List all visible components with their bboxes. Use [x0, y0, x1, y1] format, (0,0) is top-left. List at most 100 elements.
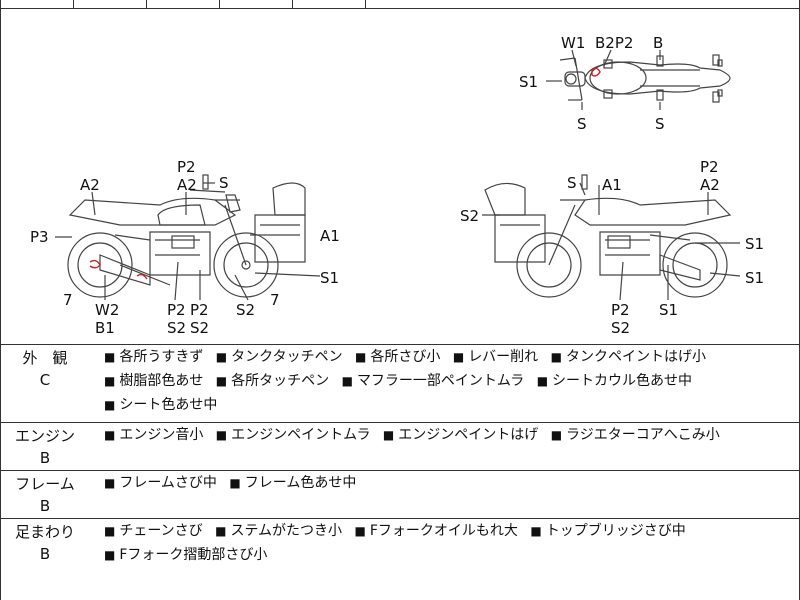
- section-items: ■チェーンさび ■ステムがたつき小 ■Fフォークオイルもれ大 ■トップブリッジさ…: [104, 519, 794, 567]
- divider: [0, 344, 800, 345]
- condition-item-text: フレーム色あせ中: [244, 475, 357, 491]
- section-items: ■フレームさび中 ■フレーム色あせ中: [104, 471, 794, 495]
- condition-section: エンジン B ■エンジン音小 ■ エンジンペイントムラ ■ エンジンペイントはげ ■ラジ…: [0, 423, 800, 470]
- top-row-cell: [220, 0, 293, 8]
- label-A1: A1: [320, 227, 340, 245]
- condition-item-text: 樹脂部色あせ: [119, 373, 204, 389]
- label-P2: P2: [177, 158, 196, 176]
- condition-item-text: エンジンペイントムラ: [231, 427, 371, 443]
- category-label: フレーム: [15, 475, 75, 493]
- label-A2: A2: [80, 176, 100, 194]
- right-side-bike: [484, 174, 732, 298]
- label-W1: W1: [561, 34, 586, 52]
- label-S: S: [577, 115, 587, 133]
- condition-item: ■ステムがたつき小: [215, 523, 342, 539]
- condition-item-text: エンジンペイントはげ: [398, 427, 539, 443]
- condition-item: ■フレーム色あせ中: [229, 475, 356, 491]
- category-label: エンジン: [14, 427, 75, 445]
- condition-item-text: Fフォーク摺動部さび小: [119, 547, 268, 563]
- bullet-square-icon: ■: [215, 350, 228, 364]
- label-S2: S2: [236, 301, 256, 319]
- label-P2: P2: [167, 301, 186, 319]
- bullet-square-icon: ■: [104, 476, 116, 490]
- label-P2: P2: [700, 158, 719, 176]
- label-S2: S2: [460, 207, 480, 225]
- bullet-square-icon: ■: [550, 350, 562, 364]
- motorcycle-damage-diagram: [55, 49, 741, 301]
- condition-item: ■タンクタッチペン: [216, 349, 343, 365]
- section-items: ■各所うすきず ■タンクタッチペン ■各所さび小 ■レバー削れ ■タンクペイント…: [104, 345, 794, 417]
- condition-item-text: エンジン音小: [119, 427, 204, 443]
- condition-item-text: フレームさび中: [119, 475, 217, 491]
- bullet-square-icon: ■: [104, 350, 116, 364]
- section-items: ■エンジン音小 ■ エンジンペイントムラ ■ エンジンペイントはげ ■ラジエターコア…: [104, 423, 794, 447]
- label-B2P2: B2P2: [595, 34, 634, 52]
- condition-item-text: 各所うすきず: [119, 349, 204, 365]
- label-B1: B1: [95, 319, 115, 337]
- label-S2: S2: [611, 319, 631, 337]
- bullet-square-icon: ■: [354, 524, 366, 538]
- label-W2: W2: [95, 301, 120, 319]
- condition-item-text: マフラー一部ペイントムラ: [356, 373, 525, 389]
- bullet-square-icon: ■: [104, 428, 116, 442]
- condition-item: ■マフラー一部ペイントムラ: [342, 373, 525, 389]
- top-view-bike: [559, 54, 731, 103]
- label-A2: A2: [700, 176, 720, 194]
- label-S1: S1: [320, 269, 340, 287]
- label-7: 7: [63, 291, 73, 309]
- label-S2: S2: [190, 319, 210, 337]
- condition-item-text: ステムがたつき小: [230, 523, 343, 539]
- condition-item-text: 各所タッチペン: [231, 373, 330, 389]
- condition-item-text: レバー削れ: [468, 349, 539, 365]
- label-S1: S1: [745, 235, 765, 253]
- condition-item-text: Fフォークオイルもれ大: [369, 523, 518, 539]
- bullet-square-icon: ■: [536, 374, 549, 388]
- condition-item: ■トップブリッジさび中: [530, 523, 685, 539]
- bullet-square-icon: ■: [104, 398, 116, 412]
- bullet-square-icon: ■: [355, 350, 367, 364]
- section-category: エンジン B: [0, 425, 90, 469]
- divider: [0, 470, 800, 471]
- condition-item: ■各所さび小: [355, 349, 440, 365]
- top-row-cell: [74, 0, 147, 8]
- condition-item: ■チェーンさび: [104, 523, 203, 539]
- condition-item: ■ラジエターコアへこみ小: [551, 427, 720, 443]
- condition-item: ■シートカウル色あせ中: [537, 373, 692, 389]
- bullet-square-icon: ■: [452, 350, 465, 364]
- section-category: 外 観 C: [0, 347, 90, 391]
- condition-item: ■エンジン音小: [104, 427, 203, 443]
- section-category: フレーム B: [0, 473, 90, 517]
- label-P3: P3: [30, 228, 49, 246]
- condition-item-text: チェーンさび: [119, 523, 203, 539]
- condition-item: ■各所うすきず: [104, 349, 203, 365]
- label-S: S: [219, 174, 229, 192]
- condition-section: フレーム B ■フレームさび中 ■フレーム色あせ中: [0, 471, 800, 518]
- bullet-square-icon: ■: [215, 374, 228, 388]
- condition-item-text: タンクペイントはげ小: [565, 349, 706, 365]
- grade-label: B: [39, 497, 51, 515]
- condition-item-text: ラジエターコアへこみ小: [566, 427, 720, 443]
- top-row-cell: [0, 0, 74, 8]
- grade-label: C: [39, 371, 51, 389]
- top-row-cell: [147, 0, 220, 8]
- condition-item: ■各所タッチペン: [216, 373, 329, 389]
- grade-label: B: [39, 545, 51, 563]
- condition-item: ■樹脂部色あせ: [104, 373, 203, 389]
- condition-item: ■レバー削れ: [453, 349, 538, 365]
- bullet-square-icon: ■: [341, 374, 353, 388]
- bullet-square-icon: ■: [550, 428, 563, 442]
- condition-item: ■Fフォークオイルもれ大: [355, 523, 518, 539]
- condition-item: ■シート色あせ中: [104, 397, 217, 413]
- condition-item: ■タンクペイントはげ小: [551, 349, 706, 365]
- divider: [0, 518, 800, 519]
- category-label: 足まわり: [14, 523, 75, 541]
- category-label: 外 観: [22, 349, 68, 367]
- label-B: B: [653, 34, 664, 52]
- label-S1: S1: [659, 301, 679, 319]
- condition-item-text: タンクタッチペン: [231, 349, 343, 365]
- grade-label: B: [39, 449, 51, 467]
- bullet-square-icon: ■: [215, 524, 227, 538]
- label-S: S: [655, 115, 665, 133]
